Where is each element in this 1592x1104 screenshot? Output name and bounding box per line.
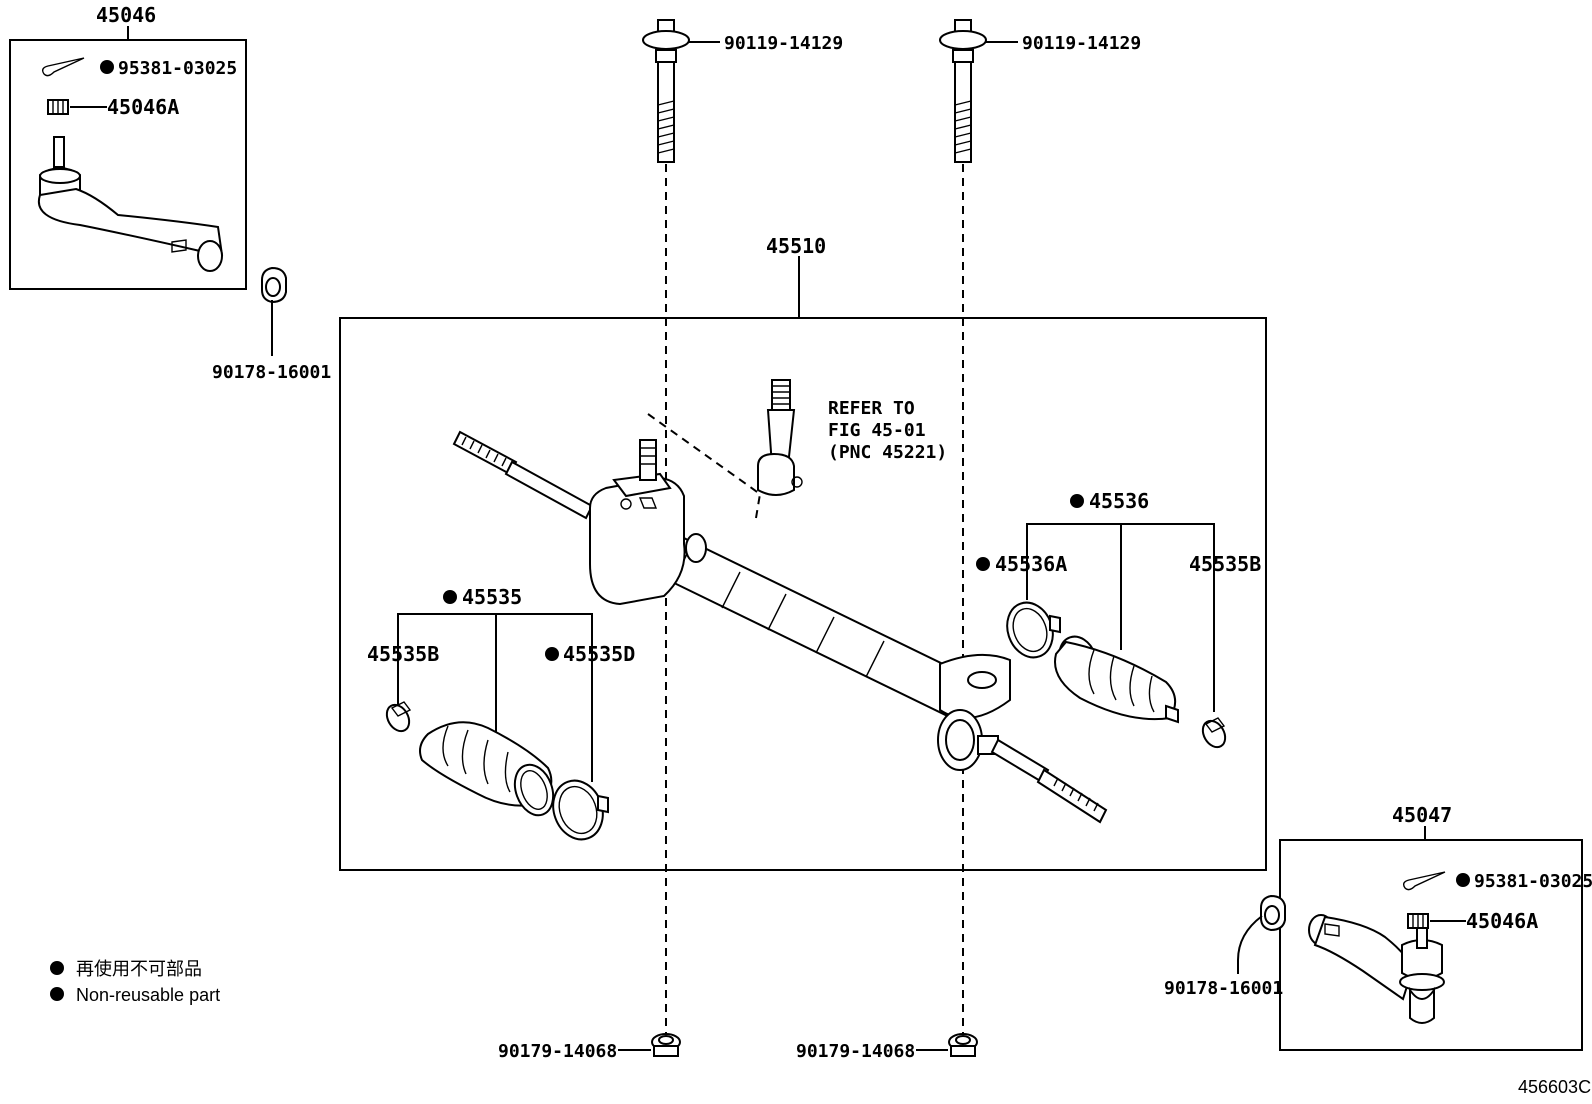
legend-dot-ja [50, 961, 64, 975]
legend-english: Non-reusable part [76, 985, 220, 1005]
legend-japanese: 再使用不可部品 [76, 959, 202, 979]
non-reusable-dot [976, 557, 990, 571]
clamp-right-small [1201, 717, 1227, 749]
nut-left [651, 1033, 681, 1057]
refer-note-line3: (PNC 45221) [828, 442, 947, 463]
boot-left [419, 721, 555, 817]
non-reusable-dot [545, 647, 559, 661]
non-reusable-dot [1456, 873, 1470, 887]
castle-nut-right-label: 45046A [1466, 909, 1538, 933]
cotter-pin-right [1402, 871, 1446, 891]
tie-rod-end-right [1308, 914, 1445, 1024]
castle-nut-left-label: 45046A [107, 95, 179, 119]
cotter-pin-left [41, 57, 85, 77]
right-tie-rod-end-label: 45047 [1392, 803, 1452, 827]
lock-nut-left [261, 266, 287, 304]
castle-nut-right [1407, 913, 1429, 929]
nut-left-label: 90179-14068 [498, 1041, 617, 1062]
boot-right [1054, 635, 1179, 724]
left-tie-rod-end-label: 45046 [96, 3, 156, 27]
bolt-left [642, 19, 690, 163]
clamp-left-large-label: 45535D [563, 642, 635, 666]
refer-note-line2: FIG 45-01 [828, 420, 926, 441]
clamp-right-large [1006, 601, 1061, 659]
clamp-right-small-label: 45535B [1189, 552, 1261, 576]
figure-id: 456603C [1518, 1077, 1591, 1097]
non-reusable-dot [100, 60, 114, 74]
non-reusable-dot [443, 590, 457, 604]
legend-dot-en [50, 987, 64, 1001]
non-reusable-dot [1070, 494, 1084, 508]
assembly-frame [339, 317, 1267, 871]
nut-right-label: 90179-14068 [796, 1041, 915, 1062]
cotter-pin-left-label: 95381-03025 [118, 58, 237, 79]
bolt-right-label: 90119-14129 [1022, 33, 1141, 54]
boot-kit-right-label: 45536 [1089, 489, 1149, 513]
lock-nut-left-label: 90178-16001 [212, 362, 331, 383]
bolt-left-label: 90119-14129 [724, 33, 843, 54]
assembly-label: 45510 [766, 234, 826, 258]
bolt-right [939, 19, 987, 163]
steering-rack [452, 413, 1108, 824]
cotter-pin-right-label: 95381-03025 [1474, 871, 1592, 892]
steering-column-shaft [757, 379, 803, 496]
nut-right [948, 1033, 978, 1057]
tie-rod-end-left [37, 136, 224, 272]
castle-nut-left [47, 99, 69, 115]
clamp-left-small-label: 45535B [367, 642, 439, 666]
lock-nut-right-label: 90178-16001 [1164, 978, 1283, 999]
boot-kit-left-label: 45535 [462, 585, 522, 609]
clamp-left-large [552, 779, 609, 841]
lock-nut-right [1260, 894, 1286, 932]
refer-note-line1: REFER TO [828, 398, 915, 419]
clamp-left-small [385, 701, 412, 733]
right-tie-rod-frame [1279, 839, 1583, 1051]
clamp-right-large-label: 45536A [995, 552, 1067, 576]
